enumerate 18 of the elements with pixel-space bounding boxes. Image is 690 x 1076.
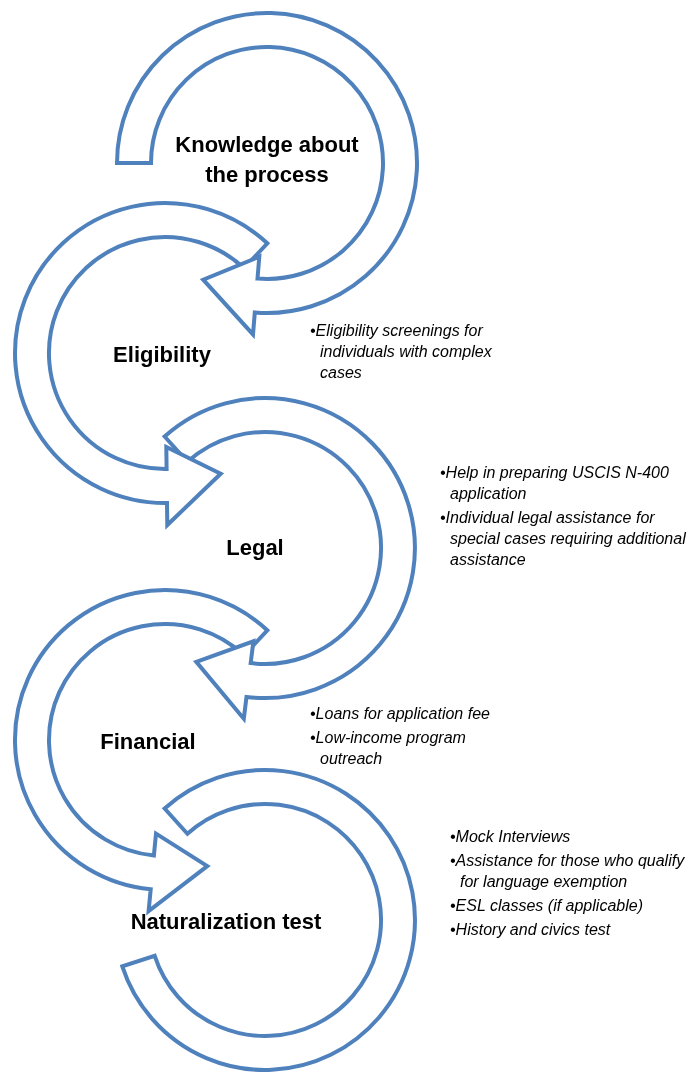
curved-arrow xyxy=(162,396,417,721)
stage-title: Legal xyxy=(205,533,305,563)
stage-title: Knowledge about the process xyxy=(167,130,367,190)
stage-title: Eligibility xyxy=(87,340,237,370)
curved-arrow xyxy=(13,201,270,527)
stage-title: Naturalization test xyxy=(126,907,326,937)
bullet-item: •Help in preparing USCIS N-400 application xyxy=(440,463,670,504)
bullet-item: •ESL classes (if applicable) xyxy=(450,896,644,916)
bullet-item: •Loans for application fee xyxy=(310,704,491,724)
stage-title: Financial xyxy=(83,727,213,757)
bullet-item: •Eligibility screenings for individuals with complex cases xyxy=(310,321,493,383)
curved-arrow xyxy=(13,588,270,914)
bullet-item: •Mock Interviews xyxy=(450,827,572,847)
bullet-item: •Individual legal assistance for special cases requiring additional assistance xyxy=(440,508,687,570)
curved-arrow xyxy=(115,11,419,337)
bullet-item: •Assistance for those who qualify for language exemption xyxy=(450,851,686,892)
bullet-item: •Low-income program outreach xyxy=(310,728,467,769)
bullet-item: •History and civics test xyxy=(450,920,612,940)
